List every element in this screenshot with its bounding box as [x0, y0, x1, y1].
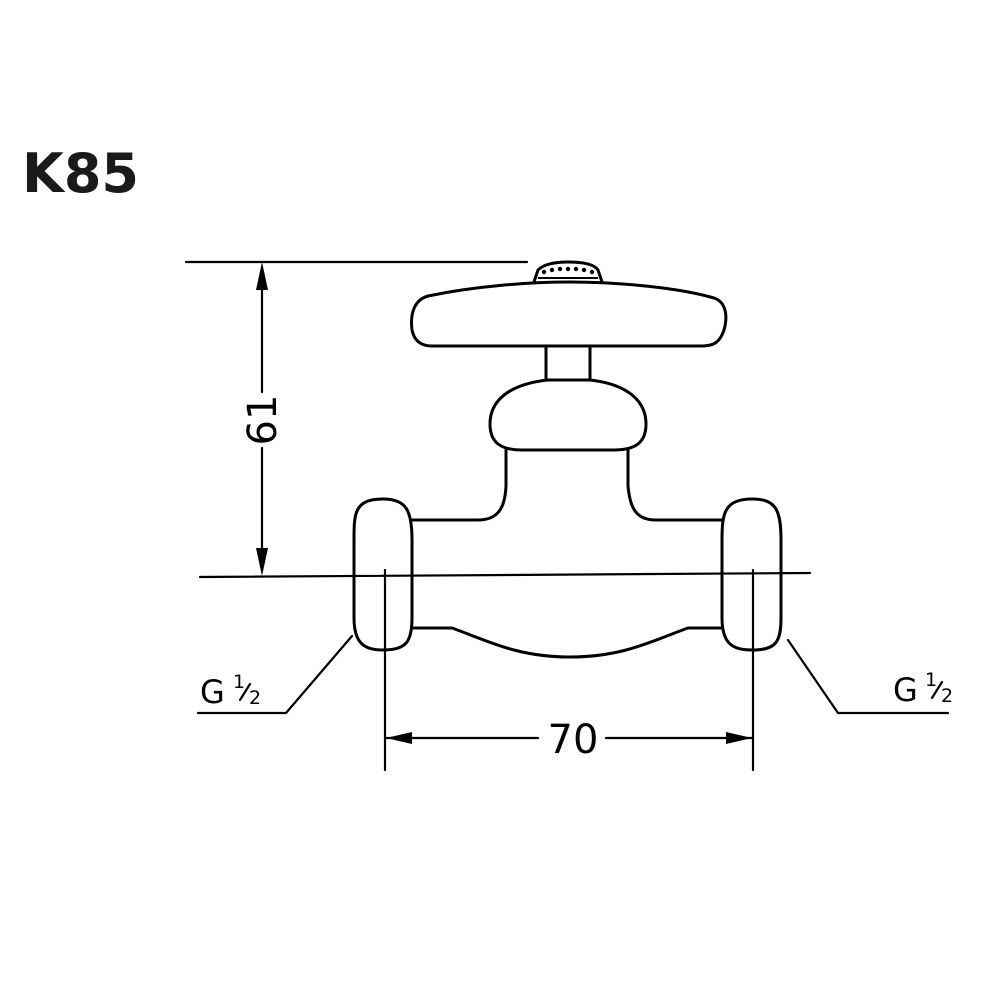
thread-letter: G	[200, 673, 225, 711]
model-title: K85	[22, 142, 139, 205]
width-dimension-label: 70	[548, 717, 599, 763]
thread-leader-left	[196, 634, 354, 715]
height-arrow-bottom	[256, 548, 268, 576]
pipe-body	[410, 448, 724, 659]
centerline	[198, 571, 812, 579]
height-dimension: 61	[240, 262, 286, 576]
thread-fraction-bar	[238, 682, 252, 702]
thread-numerator: 1	[925, 669, 937, 691]
handle-cap	[532, 260, 604, 284]
width-arrow-right	[726, 732, 752, 744]
thread-fraction-bar	[930, 680, 944, 700]
width-dimension: 70	[383, 568, 755, 772]
thread-letter: G	[893, 671, 918, 709]
cap-knurling	[538, 266, 598, 279]
width-arrow-left	[386, 732, 412, 744]
thread-leader-right	[786, 638, 950, 715]
valve-stem	[544, 344, 592, 382]
valve-handle	[410, 280, 728, 348]
thread-label-left: G 1 2	[200, 671, 261, 711]
thread-label-right: G 1 2	[893, 669, 953, 709]
height-dimension-label: 61	[240, 395, 286, 446]
thread-denominator: 2	[249, 687, 261, 709]
thread-numerator: 1	[233, 671, 245, 693]
valve-body	[352, 260, 783, 659]
thread-denominator: 2	[941, 685, 953, 707]
valve-bonnet	[488, 378, 648, 452]
left-connector-nut	[352, 497, 414, 652]
height-arrow-top	[256, 262, 268, 290]
